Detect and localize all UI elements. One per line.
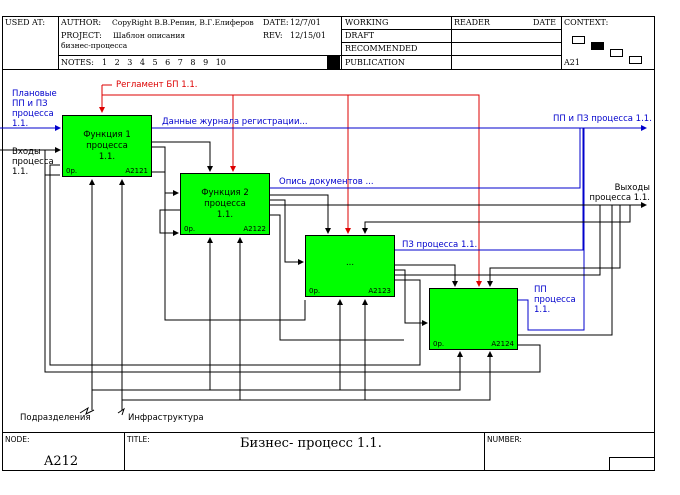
- header-divider: [58, 16, 59, 69]
- flow-arrow: [152, 141, 213, 172]
- footer-divider: [484, 432, 485, 471]
- header-row-line: [341, 42, 561, 43]
- mechanism-arrow: [340, 351, 463, 391]
- feedback-arrow: [44, 150, 541, 373]
- footer-top-line: [2, 432, 655, 433]
- box-id: A2124: [491, 340, 514, 348]
- status-draft: DRAFT: [345, 31, 375, 40]
- title-value: Бизнес- процесс 1.1.: [240, 436, 382, 451]
- mechanism-arrow: [92, 237, 213, 391]
- context-box: [629, 56, 642, 64]
- box-title: Функция 2 процесса 1.1.: [201, 188, 249, 220]
- function-box-2[interactable]: Функция 2 процесса 1.1. 0р. A2122: [180, 173, 270, 235]
- rev-label: REV:: [263, 31, 283, 40]
- number-label: NUMBER:: [487, 435, 522, 444]
- rev-value: 12/15/01: [290, 31, 326, 40]
- author-label: AUTHOR:: [61, 18, 102, 27]
- box-id: A2121: [125, 167, 148, 175]
- header-row-line: [58, 55, 341, 56]
- mechanism-arrow: [122, 237, 243, 401]
- tunnel-mark: [79, 406, 95, 415]
- date-label: DATE:: [263, 18, 289, 27]
- used-at-label: USED AT:: [5, 18, 46, 27]
- flow-arrow: [270, 194, 331, 234]
- status-publication: PUBLICATION: [345, 58, 405, 67]
- mechanism-arrow: [210, 299, 343, 391]
- node-label: NODE:: [5, 435, 30, 444]
- label-journal-data: Данные журнала регистрации...: [162, 117, 308, 127]
- node-value: A212: [44, 454, 79, 469]
- label-outputs: Выходы процесса 1.1.: [589, 183, 650, 203]
- context-id: A21: [564, 58, 580, 67]
- box-op: 0р.: [184, 225, 196, 233]
- header-row-line: [341, 29, 561, 30]
- label-input-pp-pz: Плановые ПП и ПЗ процесса 1.1.: [12, 89, 57, 129]
- label-reglament: Регламент БП 1.1.: [116, 80, 198, 90]
- context-label: CONTEXT:: [564, 18, 609, 27]
- label-inputs: Входы процесса 1.1.: [12, 147, 54, 177]
- blue-arrow: [270, 128, 581, 189]
- project-value: Шаблон описания бизнес-процесса: [61, 31, 186, 50]
- label-docs: Опись документов ...: [279, 177, 374, 187]
- diagram-frame: [2, 16, 655, 471]
- box-id: A2122: [243, 225, 266, 233]
- blue-arrow: [395, 128, 584, 251]
- footer-divider: [124, 432, 125, 471]
- notes-numbers: 1 2 3 4 5 6 7 8 9 10: [102, 58, 226, 67]
- flow-arrow: [270, 199, 304, 265]
- label-pp-pz-out: ПП и ПЗ процесса 1.1.: [553, 114, 652, 124]
- context-box-current: [591, 42, 604, 50]
- notes-label: NOTES:: [61, 58, 94, 67]
- feedback-arrow: [362, 205, 631, 234]
- header-divider: [561, 16, 562, 69]
- flow-arrow: [395, 264, 458, 287]
- blue-arrow: [518, 128, 585, 331]
- author-value: CopyRight В.В.Репин, В.Г.Елиферов: [112, 18, 254, 27]
- feedback-arrow: [152, 171, 306, 321]
- output-arrow: [518, 205, 613, 336]
- tunnel-mark: [117, 407, 125, 416]
- feedback-arrow: [49, 164, 421, 366]
- title-label: TITLE:: [127, 435, 150, 444]
- label-departments: Подразделения: [20, 413, 91, 423]
- feedback-arrow: [487, 205, 621, 287]
- box-op: 0р.: [66, 167, 78, 175]
- box-op: 0р.: [309, 287, 321, 295]
- box-title: Функция 1 процесса 1.1.: [83, 130, 131, 162]
- reader-date-label: DATE: [533, 18, 556, 27]
- header-bottom-line: [2, 69, 655, 70]
- box-op: 0р.: [433, 340, 445, 348]
- label-pp: ПП процесса 1.1.: [534, 285, 576, 315]
- context-box: [572, 36, 585, 44]
- context-box: [610, 49, 623, 57]
- mechanism-arrow: [365, 351, 493, 401]
- label-infrastructure: Инфраструктура: [128, 413, 204, 423]
- mechanism-arrow: [240, 299, 368, 401]
- date-value: 12/7/01: [290, 18, 321, 27]
- status-recommended: RECOMMENDED: [345, 44, 418, 53]
- function-box-1[interactable]: Функция 1 процесса 1.1. 0р. A2121: [62, 115, 152, 177]
- reader-label: READER: [454, 18, 490, 27]
- flow-arrow: [395, 269, 428, 326]
- flow-arrow: [152, 146, 179, 196]
- output-arrow: [395, 205, 601, 276]
- header-row-line: [341, 55, 561, 56]
- publication-marker: [327, 56, 340, 69]
- project-label: PROJECT:: [61, 31, 102, 40]
- function-box-4[interactable]: 0р. A2124: [429, 288, 518, 350]
- footer-divider: [609, 457, 610, 471]
- status-working: WORKING: [345, 18, 389, 27]
- box-id: A2123: [368, 287, 391, 295]
- function-box-3[interactable]: ... 0р. A2123: [305, 235, 395, 297]
- label-pz: ПЗ процесса 1.1.: [402, 240, 478, 250]
- feedback-arrow: [270, 214, 404, 341]
- footer-row-line: [609, 457, 655, 458]
- box-title: ...: [345, 258, 355, 268]
